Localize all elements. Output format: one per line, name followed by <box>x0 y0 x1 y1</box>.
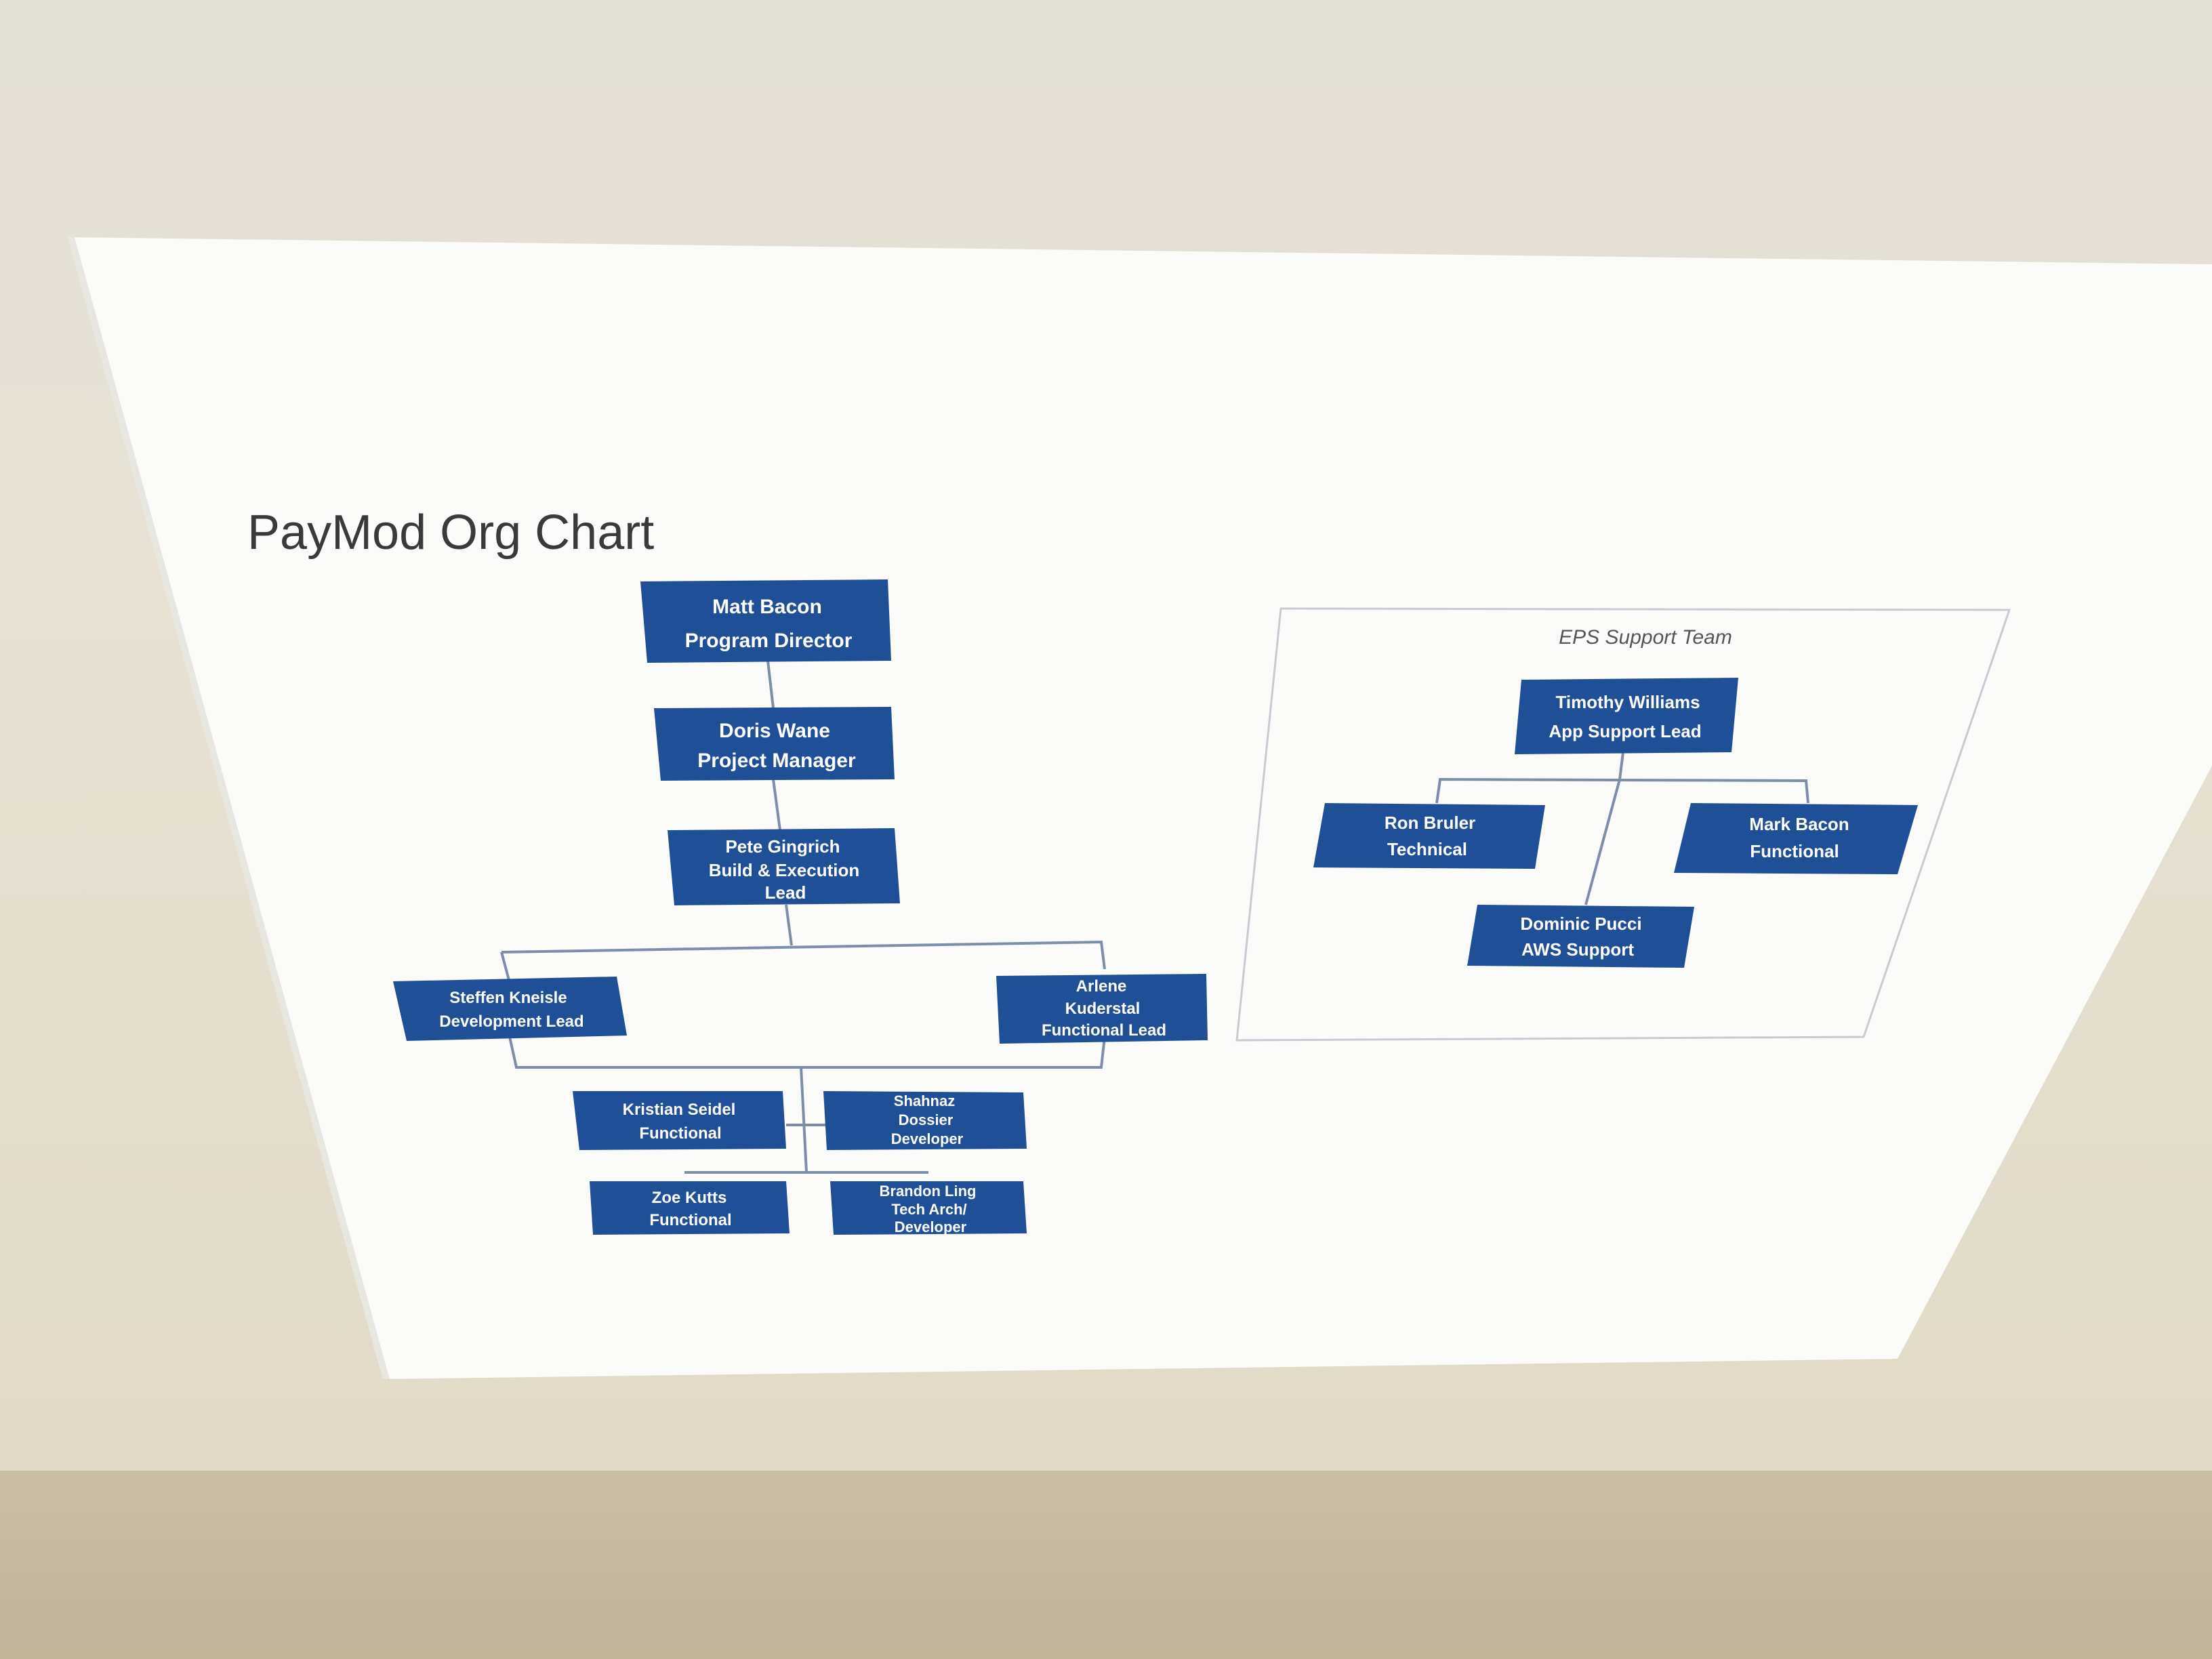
node-team-member-3: Zoe Kutts Functional <box>590 1181 790 1235</box>
node-team-member-3-role: Functional <box>649 1211 731 1229</box>
node-program-director-role: Program Director <box>685 630 853 652</box>
node-team-member-4: Brandon Ling Tech Arch/ Developer <box>830 1181 1027 1235</box>
eps-connectors <box>1435 752 1809 905</box>
node-project-manager-name: Doris Wane <box>719 720 830 742</box>
paper-shadow <box>68 237 390 1379</box>
node-team-member-2-role: Dossier <box>899 1111 954 1128</box>
node-project-manager: Doris Wane Project Manager <box>654 707 895 781</box>
eps-team-label: EPS Support Team <box>1559 626 1732 649</box>
node-eps-member-1: Ron Bruler Technical <box>1313 803 1545 869</box>
node-functional-lead: Arlene Kuderstal Functional Lead <box>996 974 1208 1044</box>
node-team-member-4-name: Brandon Ling <box>880 1183 977 1200</box>
page-title: PayMod Org Chart <box>247 506 654 560</box>
node-eps-lead: Timothy Williams App Support Lead <box>1515 678 1738 754</box>
node-development-lead: Steffen Kneisle Development Lead <box>393 977 627 1041</box>
node-development-lead-role: Development Lead <box>439 1012 583 1031</box>
node-functional-lead-name: Arlene <box>1076 977 1127 996</box>
node-team-member-2-name: Shahnaz <box>894 1092 955 1109</box>
node-eps-lead-name: Timothy Williams <box>1555 692 1700 712</box>
node-eps-lead-role: App Support Lead <box>1549 721 1701 741</box>
node-team-member-4-role: Tech Arch/ <box>891 1201 966 1218</box>
eps-team-frame <box>1235 607 2011 1042</box>
node-functional-lead-role2: Functional Lead <box>1042 1021 1166 1040</box>
node-team-member-2-role2: Developer <box>891 1130 964 1147</box>
node-team-member-3-name: Zoe Kutts <box>652 1189 727 1207</box>
node-team-member-1-role: Functional <box>639 1124 721 1143</box>
org-connectors <box>500 660 1106 1174</box>
node-eps-member-2-name: Mark Bacon <box>1749 814 1849 834</box>
node-eps-member-3-name: Dominic Pucci <box>1520 914 1641 934</box>
node-build-lead-role: Build & Execution <box>709 860 859 880</box>
node-eps-member-2: Mark Bacon Functional <box>1674 803 1918 874</box>
baseboard <box>0 1471 2212 1659</box>
node-build-lead: Pete Gingrich Build & Execution Lead <box>668 828 900 905</box>
node-eps-member-2-role: Functional <box>1750 841 1839 861</box>
node-team-member-2: Shahnaz Dossier Developer <box>823 1091 1027 1150</box>
node-program-director-name: Matt Bacon <box>712 596 822 618</box>
node-eps-member-1-name: Ron Bruler <box>1385 813 1475 833</box>
node-eps-member-3-role: AWS Support <box>1521 939 1634 960</box>
node-eps-member-3: Dominic Pucci AWS Support <box>1467 905 1694 968</box>
node-eps-member-1-role: Technical <box>1387 839 1467 859</box>
node-functional-lead-role: Kuderstal <box>1065 1000 1141 1018</box>
node-team-member-1-name: Kristian Seidel <box>623 1101 736 1119</box>
node-team-member-4-role2: Developer <box>895 1218 967 1235</box>
node-project-manager-role: Project Manager <box>697 750 856 772</box>
node-build-lead-name: Pete Gingrich <box>725 836 840 857</box>
node-build-lead-role2: Lead <box>765 882 806 903</box>
node-team-member-1: Kristian Seidel Functional <box>573 1091 786 1150</box>
node-program-director: Matt Bacon Program Director <box>640 579 891 663</box>
node-development-lead-name: Steffen Kneisle <box>449 989 567 1007</box>
